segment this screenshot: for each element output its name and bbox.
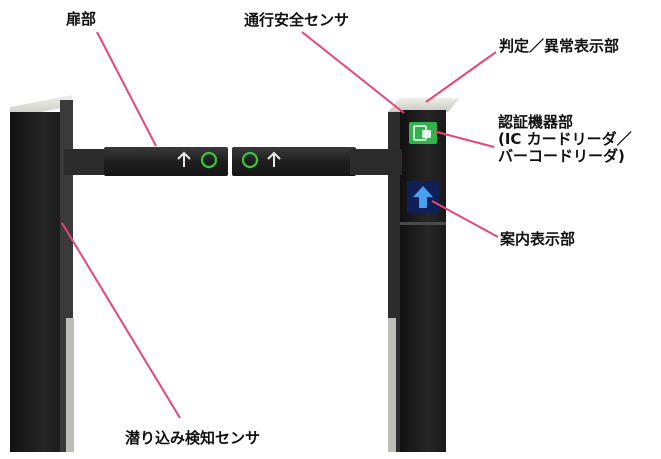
label-auth-device-line2: (IC カードリーダ／ bbox=[498, 130, 632, 148]
left-flap-body bbox=[104, 147, 228, 176]
left-flap bbox=[64, 147, 228, 176]
label-auth-device-line3: バーコードリーダ) bbox=[498, 147, 625, 165]
guide-display-panel bbox=[407, 181, 439, 213]
label-door: 扉部 bbox=[66, 10, 97, 28]
leader-judgment-display bbox=[425, 51, 497, 103]
right-flap-hinge bbox=[350, 149, 402, 175]
right-flap bbox=[232, 147, 402, 176]
leader-door bbox=[96, 31, 157, 147]
label-crawl-sensor: 潜り込み検知センサ bbox=[125, 429, 261, 447]
right-flap-body bbox=[232, 147, 356, 176]
label-auth-device-line1: 認証機器部 bbox=[498, 113, 574, 131]
label-passage-sensor: 通行安全センサ bbox=[244, 11, 350, 29]
leader-lines bbox=[61, 31, 499, 419]
right-pillar-seam bbox=[400, 222, 446, 225]
label-judgment-display: 判定／異常表示部 bbox=[499, 37, 620, 55]
leader-auth-device bbox=[432, 130, 495, 148]
circle-ok-icon bbox=[241, 151, 259, 169]
left-pillar bbox=[10, 95, 74, 452]
left-pillar-front bbox=[10, 112, 66, 452]
guide-up-arrow-icon bbox=[413, 186, 433, 208]
leader-passage-sensor bbox=[301, 31, 405, 114]
left-pillar-side-opening bbox=[66, 318, 74, 452]
leader-guide-display bbox=[431, 200, 499, 238]
ic-card-reader-icon bbox=[409, 122, 437, 144]
left-flap-hinge bbox=[64, 149, 109, 175]
right-pillar bbox=[388, 98, 460, 452]
right-pillar-front bbox=[400, 110, 446, 452]
label-guide-display: 案内表示部 bbox=[500, 230, 576, 248]
right-pillar-side-opening bbox=[388, 318, 396, 452]
circle-ok-icon bbox=[200, 151, 218, 169]
leader-crawl-sensor bbox=[61, 222, 181, 419]
right-pillar-top bbox=[388, 98, 460, 112]
